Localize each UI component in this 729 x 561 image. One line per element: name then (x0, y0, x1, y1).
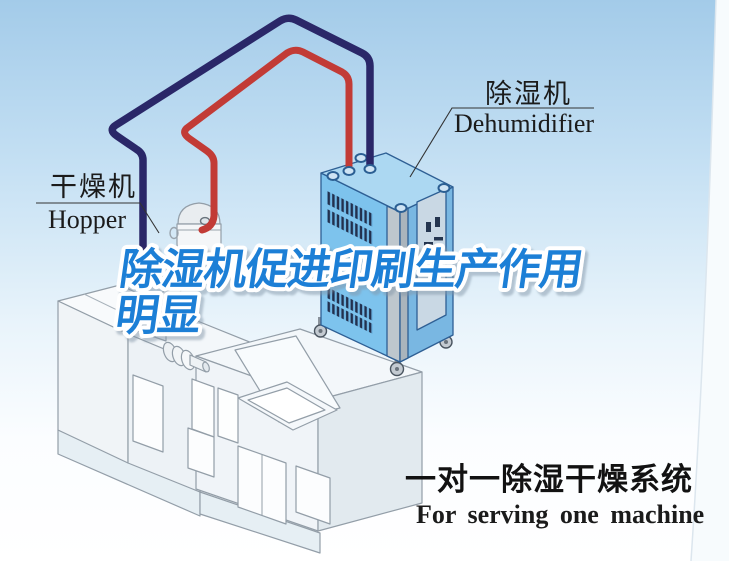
duct-ring-fitting (342, 166, 356, 176)
dehumidifier-vent (327, 301, 373, 334)
dehumidifier-label-en: Dehumidifier (454, 109, 594, 138)
caster-hub (444, 340, 448, 344)
hopper-label-en: Hopper (48, 205, 126, 234)
dehumidifier-vent (327, 191, 373, 227)
duct-ring-fitting (394, 203, 408, 213)
machine-door-panel (187, 427, 215, 478)
machine-door-panel (295, 465, 331, 525)
dehumidifier-vent (327, 209, 373, 245)
air-ducts (108, 14, 377, 304)
caster-hub (318, 329, 323, 333)
dehumidifier-illustration (313, 152, 454, 377)
door-control (435, 217, 440, 227)
machine-door-panel (132, 374, 164, 453)
headline-line1: 除湿机促进印刷生产作用 (117, 246, 586, 294)
duct-ring-fitting (437, 183, 451, 193)
machine-window (191, 378, 215, 438)
hopper-leader-line (36, 202, 160, 234)
caption: 一对一除湿干燥系统 For serving one machine (405, 462, 704, 529)
machine-clamp-side (317, 371, 423, 532)
duct-ring-fitting (326, 171, 340, 181)
machine-barrel (162, 341, 210, 373)
hopper-handle (169, 226, 179, 240)
supply-air-pipe (181, 46, 353, 234)
caster-hub (395, 367, 399, 371)
dehumidifier-label-zh: 除湿机 (485, 79, 572, 109)
return-air-pipe (108, 14, 374, 304)
hopper-illustration (169, 202, 222, 258)
dehumidifier-leader-line (409, 107, 594, 178)
door-control (426, 222, 431, 232)
duct-ring-fitting (363, 164, 377, 174)
production-machine-illustration (57, 253, 423, 554)
hopper-dome (177, 202, 221, 225)
hopper-pedestal-front (139, 314, 167, 342)
page-curl-edge (691, 0, 729, 561)
duct-ring-fitting (354, 153, 368, 163)
headline-line2: 明显 (113, 292, 204, 340)
dehumidifier-vent (327, 287, 373, 321)
headline: 除湿机促进印刷生产作用 明显 (109, 242, 590, 344)
hopper-label: 干燥机 Hopper (36, 172, 160, 234)
hopper-body (176, 223, 222, 258)
dehumidifier-label: 除湿机 Dehumidifier (409, 79, 594, 178)
hopper-label-zh: 干燥机 (50, 172, 137, 202)
door-slot (434, 237, 443, 241)
caption-en: For serving one machine (416, 500, 704, 529)
machine-mold-tray-rim (247, 387, 326, 424)
door-slot (424, 242, 433, 246)
machine-window (217, 387, 239, 444)
page-curl-line (690, 0, 717, 561)
caption-zh: 一对一除湿干燥系统 (405, 462, 693, 497)
